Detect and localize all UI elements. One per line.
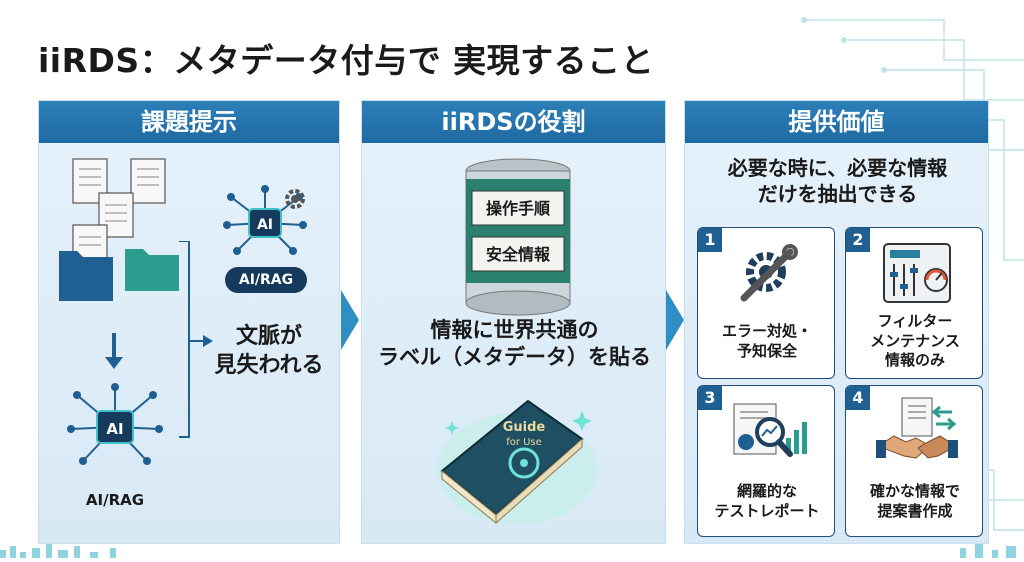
- guide-book-icon: Guide for Use: [437, 399, 597, 525]
- card-text: 網羅的な テストレポート: [714, 482, 820, 520]
- ai-rag-badge: AI/RAG: [225, 267, 307, 293]
- card-number: 2: [846, 228, 870, 252]
- panel-problem: 課題提示 AI AI/RAG: [38, 100, 340, 544]
- value-intro: 必要な時に、必要な情報 だけを抽出できる: [727, 156, 948, 206]
- chevron-right-icon: [341, 290, 359, 350]
- value-card-1: 1 エラー対処・ 予知保全: [697, 227, 835, 379]
- panel-value-header: 提供価値: [685, 101, 988, 143]
- arrow-down-icon: [105, 333, 123, 369]
- card-text: 確かな情報で 提案書作成: [869, 482, 960, 520]
- documents-folder-icon: [59, 158, 179, 301]
- bottom-pixel-decoration: [0, 544, 1016, 558]
- ai-chip-top-icon: AI: [223, 185, 307, 255]
- can-label-safety: 安全情報: [485, 245, 550, 264]
- card-number: 1: [698, 228, 722, 252]
- problem-message: 文脈が 見失われる: [214, 324, 324, 378]
- card-text: フィルター メンテナンス 情報のみ: [870, 312, 960, 369]
- book-title-line2: for Use: [506, 437, 542, 448]
- value-card-4: 4 確かな情報で 提案書作成: [845, 385, 983, 537]
- panel-value: 提供価値 必要な時に、必要な情報 だけを抽出できる 1 エラー対処・ 予知保全 …: [684, 100, 989, 544]
- control-panel-icon: [883, 243, 951, 303]
- panel-role-header: iiRDSの役割: [362, 101, 665, 143]
- card-text: エラー対処・ 予知保全: [721, 322, 812, 360]
- gear-icon: [285, 189, 305, 209]
- handshake-document-icon: [876, 397, 958, 459]
- page-title: iiRDS：メタデータ付与で 実現すること: [38, 41, 655, 80]
- can-label-operation: 操作手順: [485, 199, 550, 218]
- wrench-gear-icon: [740, 244, 798, 302]
- labeled-can-icon: [465, 158, 571, 316]
- ai-rag-label: AI/RAG: [85, 491, 145, 509]
- card-number: 4: [846, 386, 870, 410]
- card-number: 3: [698, 386, 722, 410]
- bracket-connector: [179, 241, 213, 438]
- book-title-line1: Guide: [503, 420, 546, 435]
- magnifier-chart-icon: [733, 403, 807, 457]
- ai-chip-bottom-icon: AI: [67, 383, 163, 465]
- role-message: 情報に世界共通の ラベル（メタデータ）を貼る: [378, 318, 651, 370]
- panel-problem-header: 課題提示: [39, 101, 339, 143]
- panel-role: iiRDSの役割 操作手順 安全情報 情報に世界共通の ラベル（メタデータ）を貼…: [361, 100, 666, 544]
- ai-chip-top-text: AI: [257, 217, 273, 233]
- value-card-3: 3 網羅的な テストレポート: [697, 385, 835, 537]
- ai-chip-bottom-text: AI: [106, 420, 123, 438]
- value-card-2: 2 フィルター メンテナンス 情報のみ: [845, 227, 983, 379]
- chevron-right-icon-2: [666, 290, 684, 350]
